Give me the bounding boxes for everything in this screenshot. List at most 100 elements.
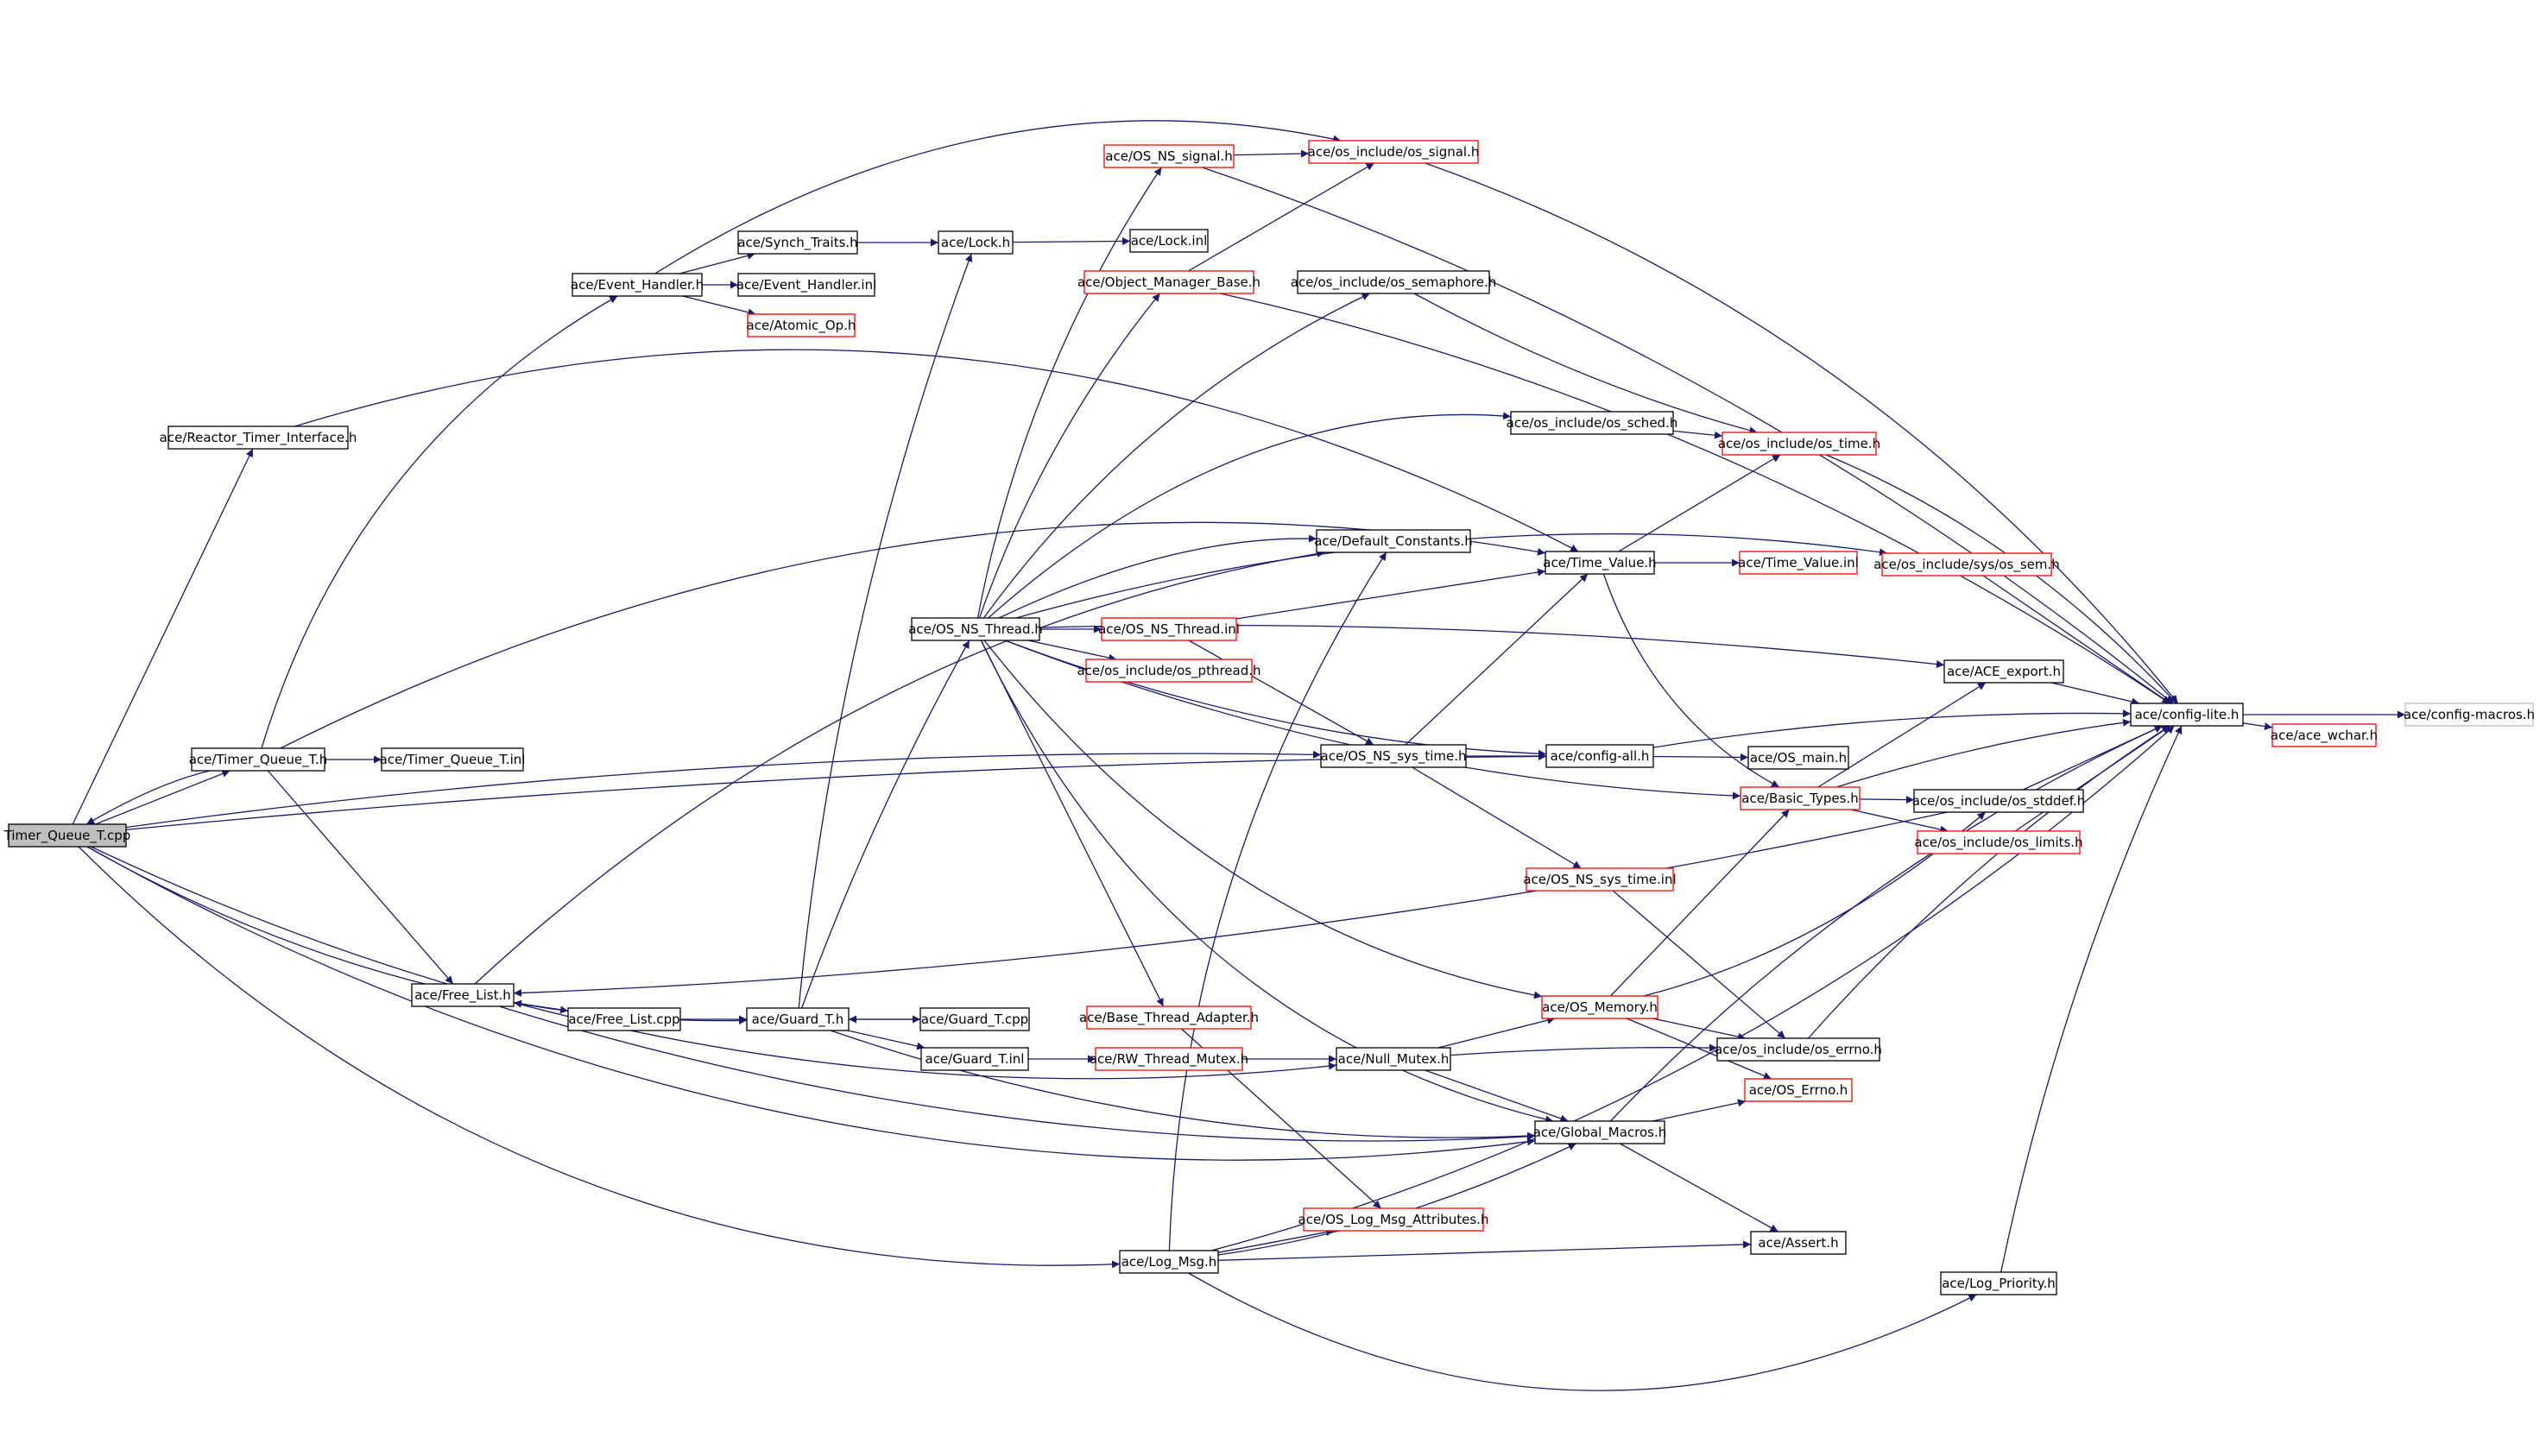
node-label: ace/Time_Value.h xyxy=(1543,555,1656,571)
node-guard-cpp[interactable]: ace/Guard_T.cpp xyxy=(919,1007,1030,1031)
node-event-handler-inl[interactable]: ace/Event_Handler.inl xyxy=(736,273,877,297)
node-atomic-op-h[interactable]: ace/Atomic_Op.h xyxy=(747,313,856,337)
edge-basic_types-to-ace_export xyxy=(1817,682,1987,788)
node-os-ns-sys-time-inl[interactable]: ace/OS_NS_sys_time.inl xyxy=(1523,867,1677,892)
node-os-include-time[interactable]: ace/os_include/os_time.h xyxy=(1718,432,1880,456)
node-box xyxy=(1297,270,1490,294)
edge-os_memory-to-os_include_errno xyxy=(1652,1018,1747,1041)
node-box xyxy=(1739,551,1858,575)
edge-object_manager_base-to-config_lite xyxy=(1219,293,2170,704)
node-label: ace/ACE_export.h xyxy=(1947,664,2061,680)
node-box xyxy=(1083,270,1254,294)
edge-config_all-to-config_lite xyxy=(1652,709,2132,748)
node-os-ns-thread-inl[interactable]: ace/OS_NS_Thread.inl xyxy=(1098,617,1240,641)
node-box xyxy=(1101,617,1237,641)
node-label: ace/Null_Mutex.h xyxy=(1338,1051,1450,1068)
node-os-include-errno[interactable]: ace/os_include/os_errno.h xyxy=(1715,1037,1882,1062)
node-os-main[interactable]: ace/OS_main.h xyxy=(1747,746,1849,770)
node-os-ns-thread-h[interactable]: ace/OS_NS_Thread.h xyxy=(908,617,1043,641)
edge-guard_h-to-os_ns_thread_h xyxy=(801,640,970,1009)
node-os-memory[interactable]: ace/OS_Memory.h xyxy=(1541,995,1658,1019)
node-base-thread-adapter[interactable]: ace/Base_Thread_Adapter.h xyxy=(1079,1005,1259,1030)
node-label: ace/Time_Value.inl xyxy=(1738,555,1859,571)
node-box xyxy=(1526,867,1674,892)
edge-timer_queue_cpp-to-reactor_timer_interface xyxy=(72,448,254,825)
edge-free_list_cpp-to-free_list_h xyxy=(513,999,569,1012)
node-free-list-cpp[interactable]: ace/Free_List.cpp xyxy=(567,1007,681,1031)
node-os-include-sched[interactable]: ace/os_include/os_sched.h xyxy=(1507,411,1678,435)
node-box xyxy=(1545,744,1654,768)
edge-os_include_errno-to-config_lite xyxy=(1808,725,2170,1039)
node-log-msg[interactable]: ace/Log_Msg.h xyxy=(1119,1250,1219,1274)
node-label: ace/Event_Handler.inl xyxy=(736,277,877,293)
node-os-include-limits[interactable]: ace/os_include/os_limits.h xyxy=(1914,830,2083,854)
node-box xyxy=(1541,995,1658,1019)
node-basic-types[interactable]: ace/Basic_Types.h xyxy=(1740,786,1861,810)
edge-os_ns_sys_time_h-to-os_ns_sys_time_inl xyxy=(1412,766,1582,869)
edge-os_include_sched-to-os_include_time xyxy=(1672,430,1723,439)
node-label: ace/OS_NS_Thread.inl xyxy=(1098,621,1240,638)
node-free-list-h[interactable]: ace/Free_List.h xyxy=(411,983,515,1007)
node-config-all[interactable]: ace/config-all.h xyxy=(1545,744,1654,768)
node-default-constants[interactable]: ace/Default_Constants.h xyxy=(1314,529,1473,553)
node-label: ace/os_include/os_stddef.h xyxy=(1912,793,2086,810)
node-label: ace/config-lite.h xyxy=(2135,707,2240,722)
node-time-value-h[interactable]: ace/Time_Value.h xyxy=(1543,551,1657,575)
edge-os_ns_thread_h-to-object_manager_base xyxy=(978,293,1161,619)
node-os-include-signal[interactable]: ace/os_include/os_signal.h xyxy=(1308,140,1480,164)
node-timer-queue-h[interactable]: ace/Timer_Queue_T.h xyxy=(189,747,328,772)
node-box xyxy=(920,1047,1029,1071)
node-lock-h[interactable]: ace/Lock.h xyxy=(938,230,1014,255)
node-box xyxy=(746,1007,850,1031)
edge-os_memory-to-basic_types xyxy=(1610,809,1790,997)
node-guard-h[interactable]: ace/Guard_T.h xyxy=(746,1007,850,1031)
node-null-mutex[interactable]: ace/Null_Mutex.h xyxy=(1336,1047,1451,1071)
node-ace-wchar[interactable]: ace/ace_wchar.h xyxy=(2271,723,2378,747)
node-reactor-timer-interface[interactable]: ace/Reactor_Timer_Interface.h xyxy=(160,425,357,450)
node-synch-traits-h[interactable]: ace/Synch_Traits.h xyxy=(737,230,858,255)
node-os-include-sys-sem[interactable]: ace/os_include/sys/os_sem.h xyxy=(1873,552,2060,577)
edge-os_ns_thread_h-to-default_constants xyxy=(998,534,1317,619)
node-lock-inl[interactable]: ace/Lock.inl xyxy=(1129,229,1209,253)
edge-os_ns_thread_h-to-os_memory xyxy=(983,640,1543,999)
edge-timer_queue_cpp-to-null_mutex xyxy=(91,846,1337,1080)
node-label: ace/Guard_T.cpp xyxy=(921,1012,1028,1028)
node-os-ns-sys-time-h[interactable]: ace/OS_NS_sys_time.h xyxy=(1320,744,1467,768)
edge-os_include_stddef-to-free_list_h xyxy=(513,811,1948,997)
node-os-include-stddef[interactable]: ace/os_include/os_stddef.h xyxy=(1912,789,2086,813)
edge-guard_h-to-guard_inl xyxy=(847,1030,926,1050)
node-box xyxy=(737,273,875,297)
node-label: ace/Lock.inl xyxy=(1131,233,1208,249)
edge-timer_queue_cpp-to-timer_queue_h xyxy=(95,770,231,825)
node-label: ace/OS_NS_Thread.h xyxy=(908,621,1043,638)
node-log-priority[interactable]: ace/Log_Priority.h xyxy=(1940,1271,2057,1295)
node-box xyxy=(1750,1231,1847,1255)
node-config-macros[interactable]: ace/config-macros.h xyxy=(2404,703,2535,727)
node-os-include-pthread[interactable]: ace/os_include/os_pthread.h xyxy=(1077,659,1261,683)
node-os-include-semaphore[interactable]: ace/os_include/os_semaphore.h xyxy=(1291,270,1497,294)
node-label: ace/Free_List.h xyxy=(414,987,511,1004)
node-label: ace/Lock.h xyxy=(941,235,1010,250)
edge-config_lite-to-ace_wchar xyxy=(2242,722,2273,731)
edge-guard_h-to-lock_h xyxy=(798,253,973,1009)
node-os-log-msg-attributes[interactable]: ace/OS_Log_Msg_Attributes.h xyxy=(1298,1207,1489,1232)
edge-timer_queue_cpp-to-log_msg xyxy=(78,846,1121,1269)
edge-reactor_timer_interface-to-time_value_h xyxy=(294,349,1579,552)
edge-os_ns_thread_h-to-os_include_semaphore xyxy=(982,293,1370,619)
node-assert-h[interactable]: ace/Assert.h xyxy=(1750,1231,1847,1255)
node-time-value-inl[interactable]: ace/Time_Value.inl xyxy=(1738,551,1859,575)
node-box xyxy=(1534,1120,1665,1144)
node-global-macros[interactable]: ace/Global_Macros.h xyxy=(1533,1120,1667,1144)
node-timer-queue-inl[interactable]: ace/Timer_Queue_T.inl xyxy=(380,747,526,772)
node-timer-queue-cpp[interactable]: Timer_Queue_T.cpp xyxy=(3,823,131,848)
node-guard-inl[interactable]: ace/Guard_T.inl xyxy=(920,1047,1029,1071)
node-os-ns-signal-h[interactable]: ace/OS_NS_signal.h xyxy=(1103,144,1235,168)
node-label: ace/OS_Memory.h xyxy=(1542,999,1658,1016)
node-event-handler-h[interactable]: ace/Event_Handler.h xyxy=(571,273,704,297)
node-os-errno[interactable]: ace/OS_Errno.h xyxy=(1744,1078,1853,1102)
node-object-manager-base[interactable]: ace/Object_Manager_Base.h xyxy=(1077,270,1260,294)
node-rw-thread-mutex[interactable]: ace/RW_Thread_Mutex.h xyxy=(1090,1047,1248,1071)
node-ace-export[interactable]: ace/ACE_export.h xyxy=(1943,659,2064,684)
node-config-lite[interactable]: ace/config-lite.h xyxy=(2130,703,2244,727)
